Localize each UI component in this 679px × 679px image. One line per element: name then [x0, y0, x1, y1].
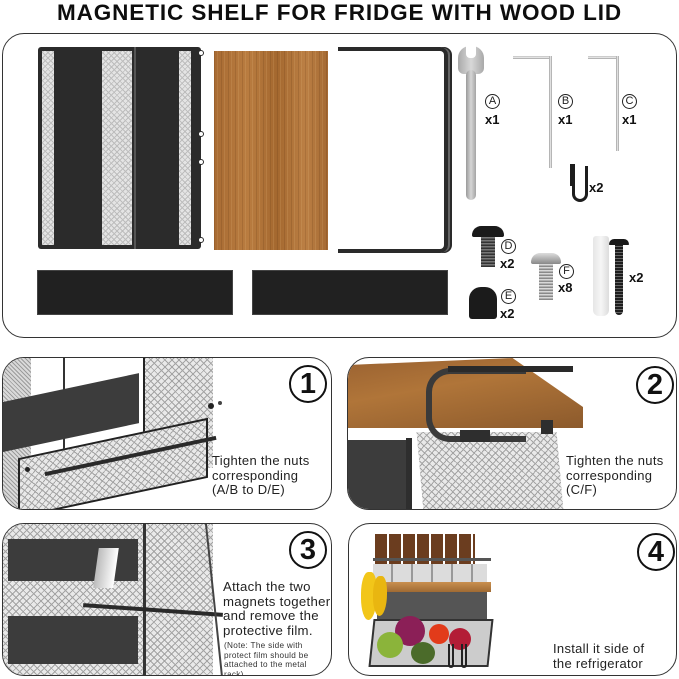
step-3-note: (Note: The side with protect film should… [224, 641, 309, 676]
part-qty-screw: x2 [629, 270, 644, 285]
part-qty-e: x2 [500, 306, 515, 321]
part-label-d: D [501, 239, 516, 254]
magnet-strip-part [37, 270, 233, 315]
step-3-panel: 3 Attach the two magnets together and re… [2, 523, 332, 676]
handle-frame-part [338, 47, 448, 253]
parts-list-panel: A x1 B x1 C x1 x2 D x2 E x2 F x8 [2, 33, 677, 338]
step-3-instruction: Attach the two magnets together and remo… [223, 579, 331, 638]
part-qty-c: x1 [622, 112, 637, 127]
part-qty-b: x1 [558, 112, 573, 127]
step-number-badge: 4 [637, 533, 675, 571]
step-4-panel: 4 Install it side of the refrigerator [348, 523, 677, 676]
step-2-panel: 2 Tighten the nuts corresponding (C/F) [347, 357, 677, 510]
step-1-panel: 1 Tighten the nuts corresponding (A/B to… [2, 357, 332, 510]
magnet-strip-part [252, 270, 448, 315]
part-label-c: C [622, 94, 637, 109]
wood-lid-part [214, 51, 328, 250]
step-number-badge: 1 [289, 365, 327, 403]
part-qty-a: x1 [485, 112, 500, 127]
part-qty-f: x8 [558, 280, 573, 295]
part-label-a: A [485, 94, 500, 109]
part-qty-hook: x2 [589, 180, 604, 195]
step-1-instruction: Tighten the nuts corresponding (A/B to D… [212, 453, 310, 497]
page-title: MAGNETIC SHELF FOR FRIDGE WITH WOOD LID [56, 0, 623, 25]
part-label-e: E [501, 289, 516, 304]
part-label-f: F [559, 264, 574, 279]
part-label-b: B [558, 94, 573, 109]
mesh-rack-part [38, 47, 204, 249]
step-number-badge: 2 [636, 366, 674, 404]
step-4-instruction: Install it side of the refrigerator [553, 641, 645, 671]
part-qty-d: x2 [500, 256, 515, 271]
step-number-badge: 3 [289, 531, 327, 569]
step-2-instruction: Tighten the nuts corresponding (C/F) [566, 453, 664, 497]
